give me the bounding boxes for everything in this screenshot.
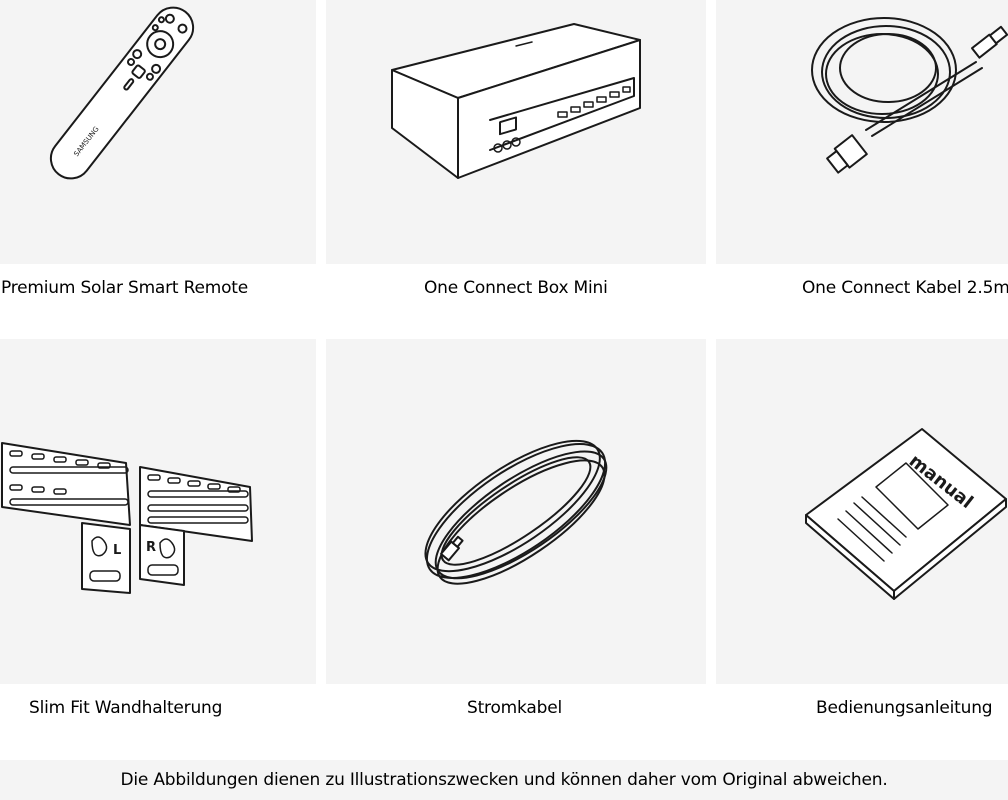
remote-control-icon: SAMSUNG <box>49 6 195 180</box>
coiled-cable-icon <box>811 17 1008 174</box>
manual-book-icon: manual <box>805 428 1007 600</box>
product-tile-manual: manual <box>716 339 1008 684</box>
product-label-manual: Bedienungsanleitung <box>816 698 993 718</box>
product-label-one-connect-cable: One Connect Kabel 2.5m <box>802 278 1008 298</box>
product-tile-wall-mount: L R <box>0 339 316 684</box>
mount-left-mark: L <box>113 543 121 558</box>
disclaimer-footer: Die Abbildungen dienen zu Illustrationsz… <box>0 760 1008 800</box>
wall-mount-icon: L R <box>1 442 253 594</box>
product-label-one-connect-box: One Connect Box Mini <box>424 278 608 298</box>
mount-right-mark: R <box>146 540 156 555</box>
one-connect-box-icon <box>391 23 641 179</box>
product-tile-remote: SAMSUNG <box>0 0 316 264</box>
product-label-remote: Premium Solar Smart Remote <box>1 278 248 298</box>
product-tile-one-connect-box <box>326 0 706 264</box>
power-cable-icon <box>424 439 608 585</box>
product-label-wall-mount: Slim Fit Wandhalterung <box>29 698 223 718</box>
product-tile-one-connect-cable <box>716 0 1008 264</box>
product-label-power-cable: Stromkabel <box>467 698 562 718</box>
product-tile-power-cable <box>326 339 706 684</box>
